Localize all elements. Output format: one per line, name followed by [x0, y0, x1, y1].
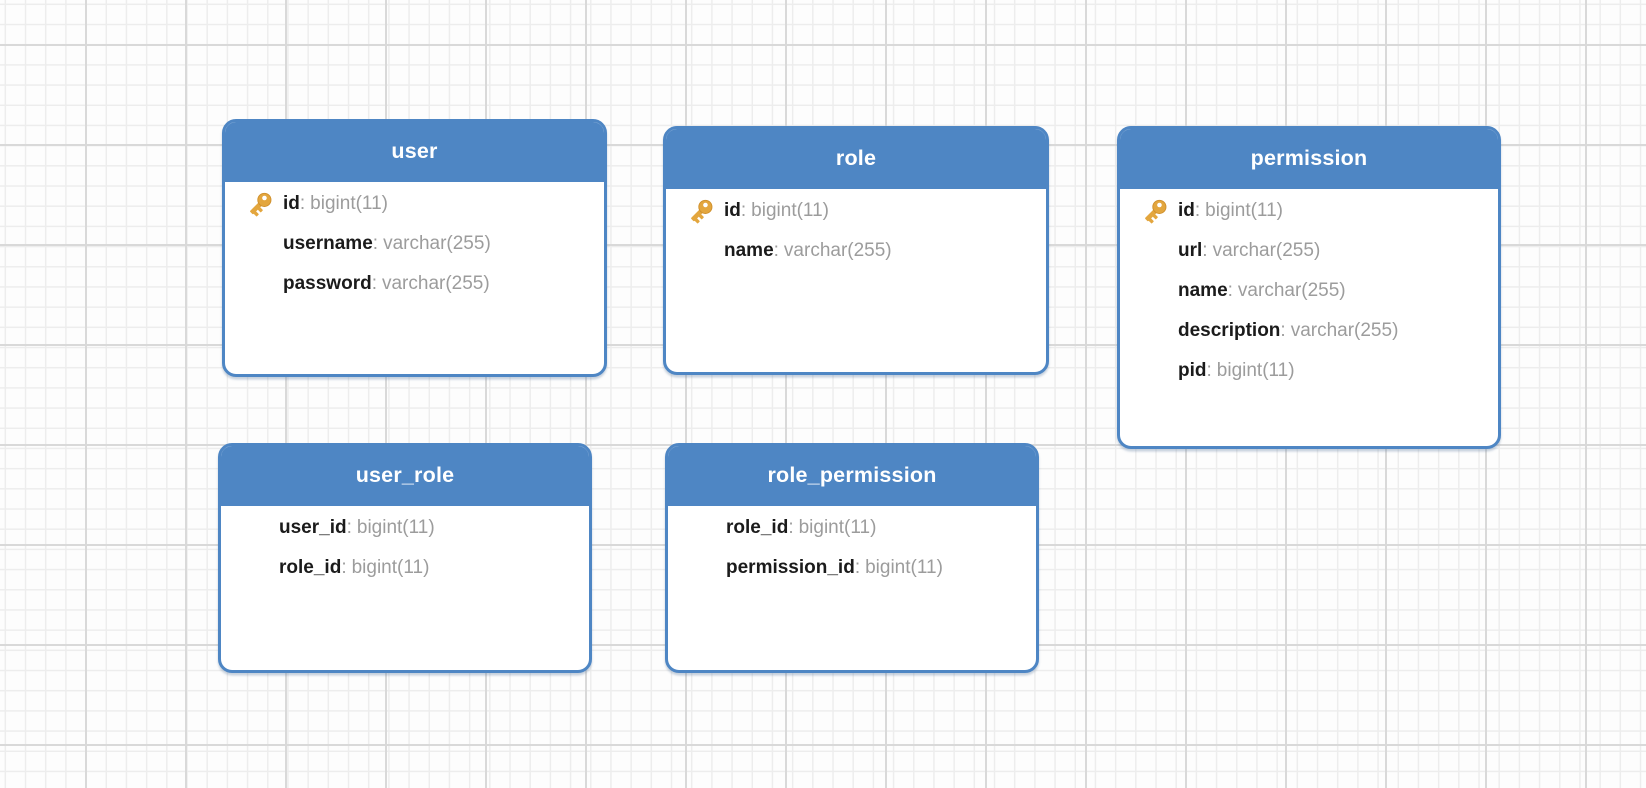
field-type: varchar(255)	[1212, 240, 1321, 261]
key-icon	[245, 189, 275, 219]
field-role-id[interactable]: id: bigint(11)	[666, 191, 1046, 231]
field-separator: :	[1194, 200, 1201, 221]
table-body: user_id: bigint(11) role_id: bigint(11)	[221, 506, 589, 588]
field-user-username[interactable]: username: varchar(255)	[225, 224, 604, 264]
field-separator: :	[1202, 240, 1208, 261]
table-role_permission[interactable]: role_permission role_id: bigint(11) perm…	[665, 443, 1039, 673]
field-type: bigint(11)	[798, 517, 877, 538]
field-user-password[interactable]: password: varchar(255)	[225, 264, 604, 304]
field-role_permission-permission_id[interactable]: permission_id: bigint(11)	[668, 548, 1036, 588]
field-separator: :	[1206, 360, 1212, 381]
table-permission[interactable]: permission id: bigint(11) url: varchar(2…	[1117, 126, 1501, 449]
field-user_role-user_id[interactable]: user_id: bigint(11)	[221, 508, 589, 548]
field-name: pid	[1178, 360, 1207, 381]
table-title: user	[391, 139, 438, 163]
field-type: bigint(11)	[310, 193, 388, 214]
field-name: url	[1178, 240, 1203, 261]
field-name: username	[283, 233, 373, 254]
field-separator: :	[854, 557, 861, 578]
field-name: name	[1178, 280, 1228, 301]
table-title: permission	[1250, 146, 1368, 170]
field-name: permission_id	[726, 557, 855, 578]
field-name: role_id	[726, 517, 789, 538]
field-name: id	[724, 200, 741, 221]
field-permission-id[interactable]: id: bigint(11)	[1120, 191, 1498, 231]
table-header[interactable]: role_permission	[668, 446, 1036, 506]
field-permission-description[interactable]: description: varchar(255)	[1120, 311, 1498, 351]
table-title: role_permission	[767, 463, 937, 487]
field-separator: :	[1227, 280, 1233, 301]
field-type: bigint(11)	[351, 557, 430, 578]
field-name: id	[1178, 200, 1195, 221]
field-separator: :	[773, 240, 779, 261]
field-name: user_id	[279, 517, 347, 538]
field-separator: :	[341, 557, 347, 578]
field-type: bigint(11)	[1216, 360, 1295, 381]
field-permission-name[interactable]: name: varchar(255)	[1120, 271, 1498, 311]
field-type: varchar(255)	[381, 273, 490, 294]
field-name: role_id	[279, 557, 342, 578]
field-type: bigint(11)	[356, 517, 435, 538]
field-type: bigint(11)	[865, 557, 943, 578]
table-title: role	[835, 146, 877, 170]
table-header[interactable]: role	[666, 129, 1046, 189]
field-separator: :	[740, 200, 747, 221]
field-name: id	[283, 193, 300, 214]
table-user_role[interactable]: user_role user_id: bigint(11) role_id: b…	[218, 443, 592, 673]
field-user_role-role_id[interactable]: role_id: bigint(11)	[221, 548, 589, 588]
table-user[interactable]: user id: bigint(11) username: varchar(25…	[222, 119, 607, 377]
key-icon	[1140, 196, 1170, 226]
field-name: description	[1178, 320, 1281, 341]
field-permission-url[interactable]: url: varchar(255)	[1120, 231, 1498, 271]
table-header[interactable]: permission	[1120, 129, 1498, 189]
field-separator: :	[371, 273, 377, 294]
key-icon	[686, 196, 716, 226]
field-separator: :	[1280, 320, 1286, 341]
table-title: user_role	[355, 463, 455, 487]
table-header[interactable]: user_role	[221, 446, 589, 506]
field-role_permission-role_id[interactable]: role_id: bigint(11)	[668, 508, 1036, 548]
field-name: name	[724, 240, 774, 261]
field-type: varchar(255)	[783, 240, 892, 261]
field-type: bigint(11)	[751, 200, 829, 221]
table-body: role_id: bigint(11) permission_id: bigin…	[668, 506, 1036, 588]
field-separator: :	[372, 233, 379, 254]
table-body: id: bigint(11) url: varchar(255) name: v…	[1120, 189, 1498, 391]
table-body: id: bigint(11) name: varchar(255)	[666, 189, 1046, 271]
field-separator: :	[299, 193, 306, 214]
field-type: varchar(255)	[383, 233, 491, 254]
field-separator: :	[346, 517, 352, 538]
field-type: varchar(255)	[1237, 280, 1346, 301]
field-role-name[interactable]: name: varchar(255)	[666, 231, 1046, 271]
field-permission-pid[interactable]: pid: bigint(11)	[1120, 351, 1498, 391]
field-separator: :	[788, 517, 794, 538]
field-type: varchar(255)	[1290, 320, 1399, 341]
table-body: id: bigint(11) username: varchar(255) pa…	[225, 182, 604, 304]
table-header[interactable]: user	[225, 122, 604, 182]
field-name: password	[283, 273, 372, 294]
table-role[interactable]: role id: bigint(11) name: varchar(255)	[663, 126, 1049, 375]
field-type: bigint(11)	[1205, 200, 1283, 221]
field-user-id[interactable]: id: bigint(11)	[225, 184, 604, 224]
